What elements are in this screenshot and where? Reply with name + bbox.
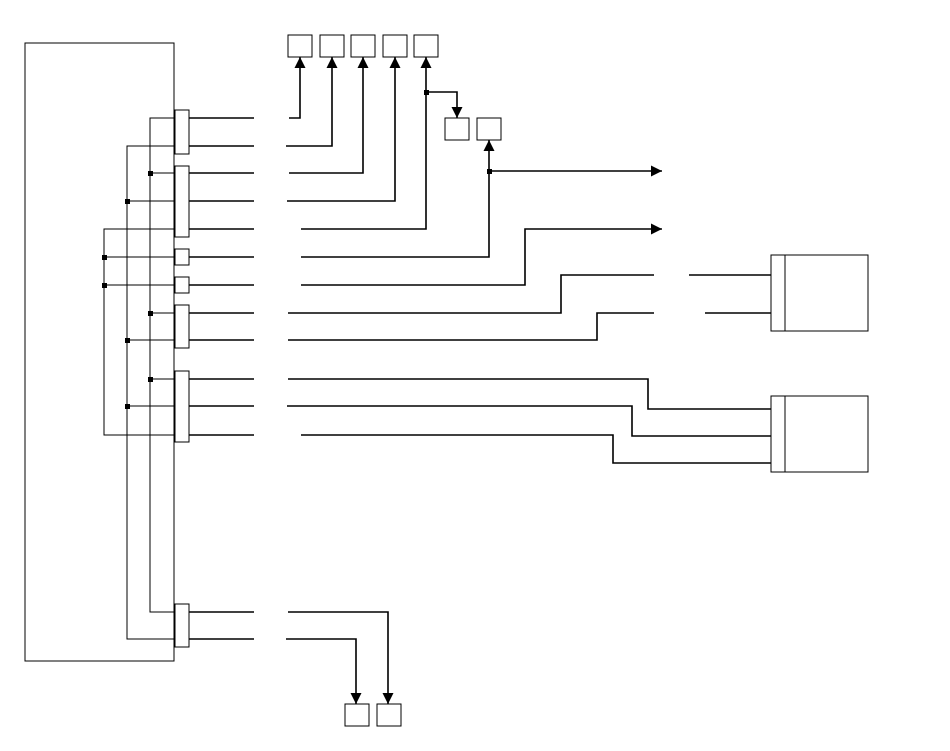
bottom-terminal-pair <box>344 703 402 727</box>
internal-bus-lines <box>103 117 175 640</box>
mid-terminal-pair <box>444 117 502 141</box>
routed-wires <box>286 57 771 704</box>
device-b <box>770 395 869 473</box>
pin-stubs <box>189 117 254 640</box>
top-terminal-row <box>287 34 439 58</box>
connector-brackets <box>174 109 190 648</box>
device-a <box>770 254 869 332</box>
main-controller-box <box>24 42 175 662</box>
